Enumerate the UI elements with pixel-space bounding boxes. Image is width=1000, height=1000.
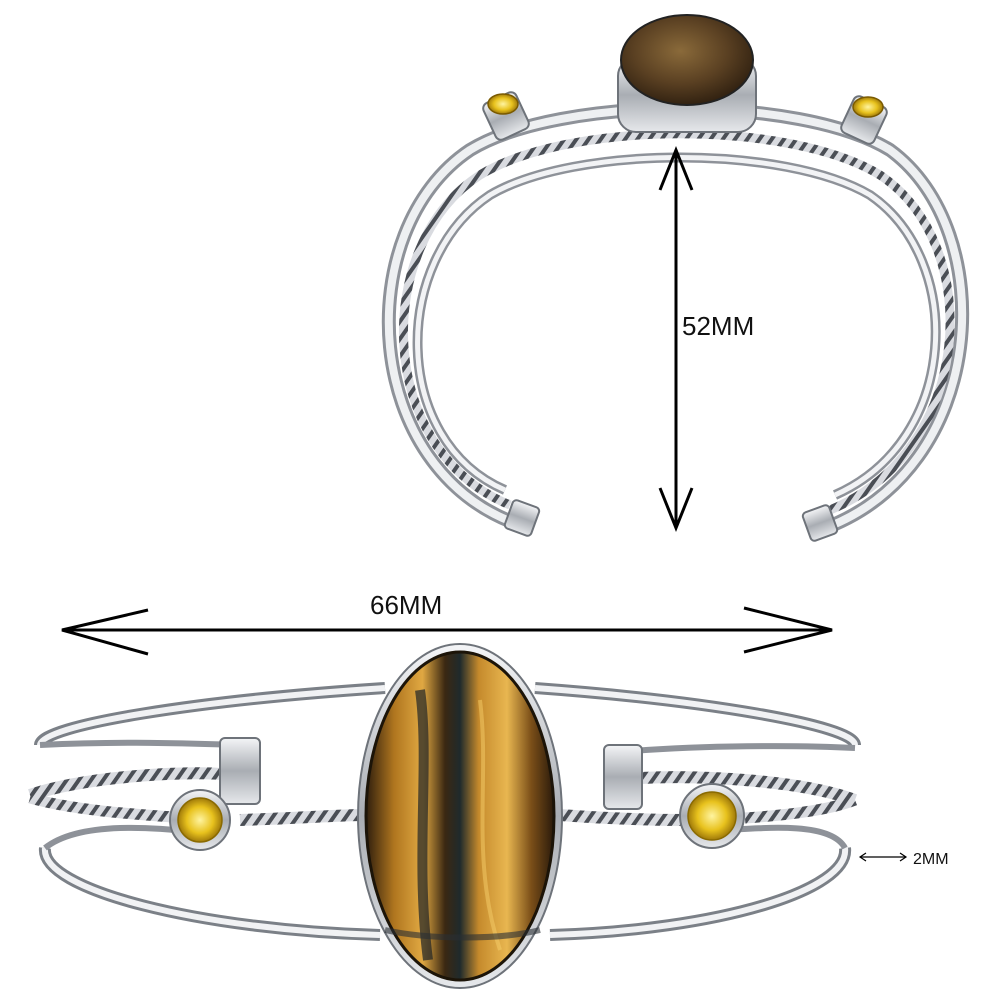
height-arrow [658,145,694,533]
cuff-end-cap-right [801,504,839,542]
thickness-arrow [858,852,908,862]
thickness-label: 2MM [913,851,949,868]
front-end-cap-right [603,744,643,810]
citrine-front-right [687,791,737,841]
width-label: 66MM [370,590,442,620]
front-end-cap-left [219,737,261,805]
cuff-front-view [28,643,861,989]
width-arrow [61,606,833,656]
citrine-front-left [177,797,223,843]
citrine-top-right [852,96,884,118]
cuff-end-cap-left [503,499,541,537]
citrine-top-left [487,93,519,115]
cuff-twisted-wire [399,129,955,515]
tiger-eye-stone-top [620,14,754,106]
front-twisted-wire [28,767,858,826]
height-label: 52MM [682,311,754,341]
tiger-eye-stone-front [364,650,556,982]
